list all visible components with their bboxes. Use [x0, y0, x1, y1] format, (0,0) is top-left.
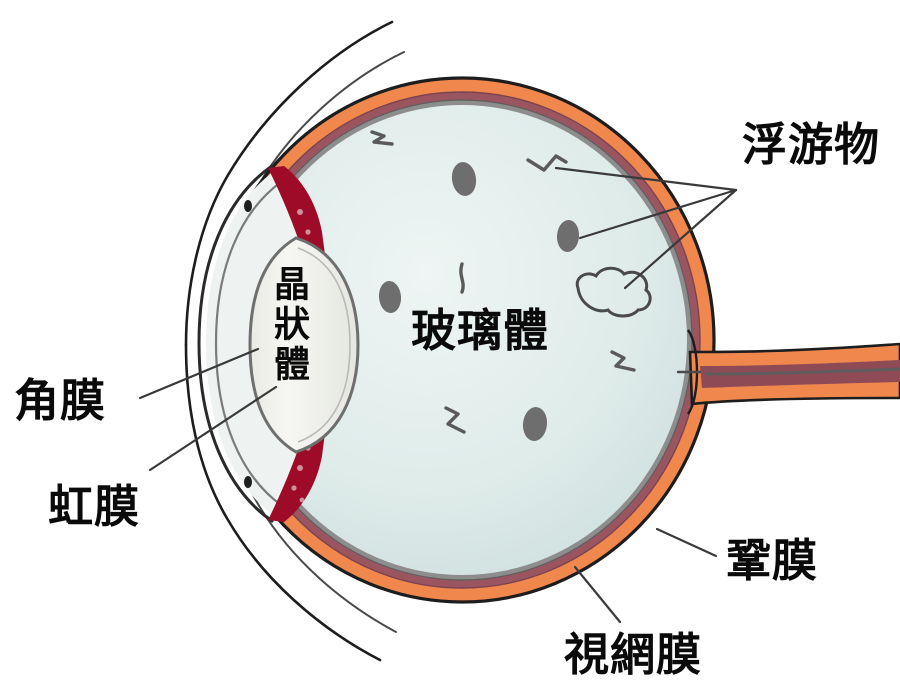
floater-squiggle — [370, 130, 636, 434]
label-retina: 視網膜 — [564, 628, 703, 681]
conjunctiva-outline — [184, 20, 394, 662]
crystalline-lens — [248, 236, 360, 454]
label-iris: 虹膜 — [48, 480, 141, 533]
leader-floater-2 — [578, 188, 738, 240]
vitreous-floaters-group — [370, 130, 652, 441]
leader-sclera — [655, 527, 718, 558]
leader-lines — [138, 166, 738, 624]
label-lens: 晶狀體 — [268, 265, 309, 385]
label-vitreous-body: 玻璃體 — [411, 304, 550, 357]
leader-cornea — [138, 347, 260, 400]
leader-iris — [148, 385, 278, 472]
optic-nerve — [676, 329, 900, 415]
vitreous-body-fill — [237, 105, 687, 575]
cornea-outline — [197, 164, 283, 523]
leader-retina — [573, 565, 622, 624]
label-cornea: 角膜 — [14, 374, 107, 427]
label-sclera: 鞏膜 — [726, 534, 819, 587]
floater-cloud — [575, 266, 652, 318]
leader-floater-1 — [554, 166, 738, 192]
floater-oval — [378, 162, 580, 441]
leader-floater-3 — [623, 188, 738, 290]
label-floaters: 浮游物 — [742, 118, 881, 171]
pupil-margin-marks — [244, 200, 252, 488]
